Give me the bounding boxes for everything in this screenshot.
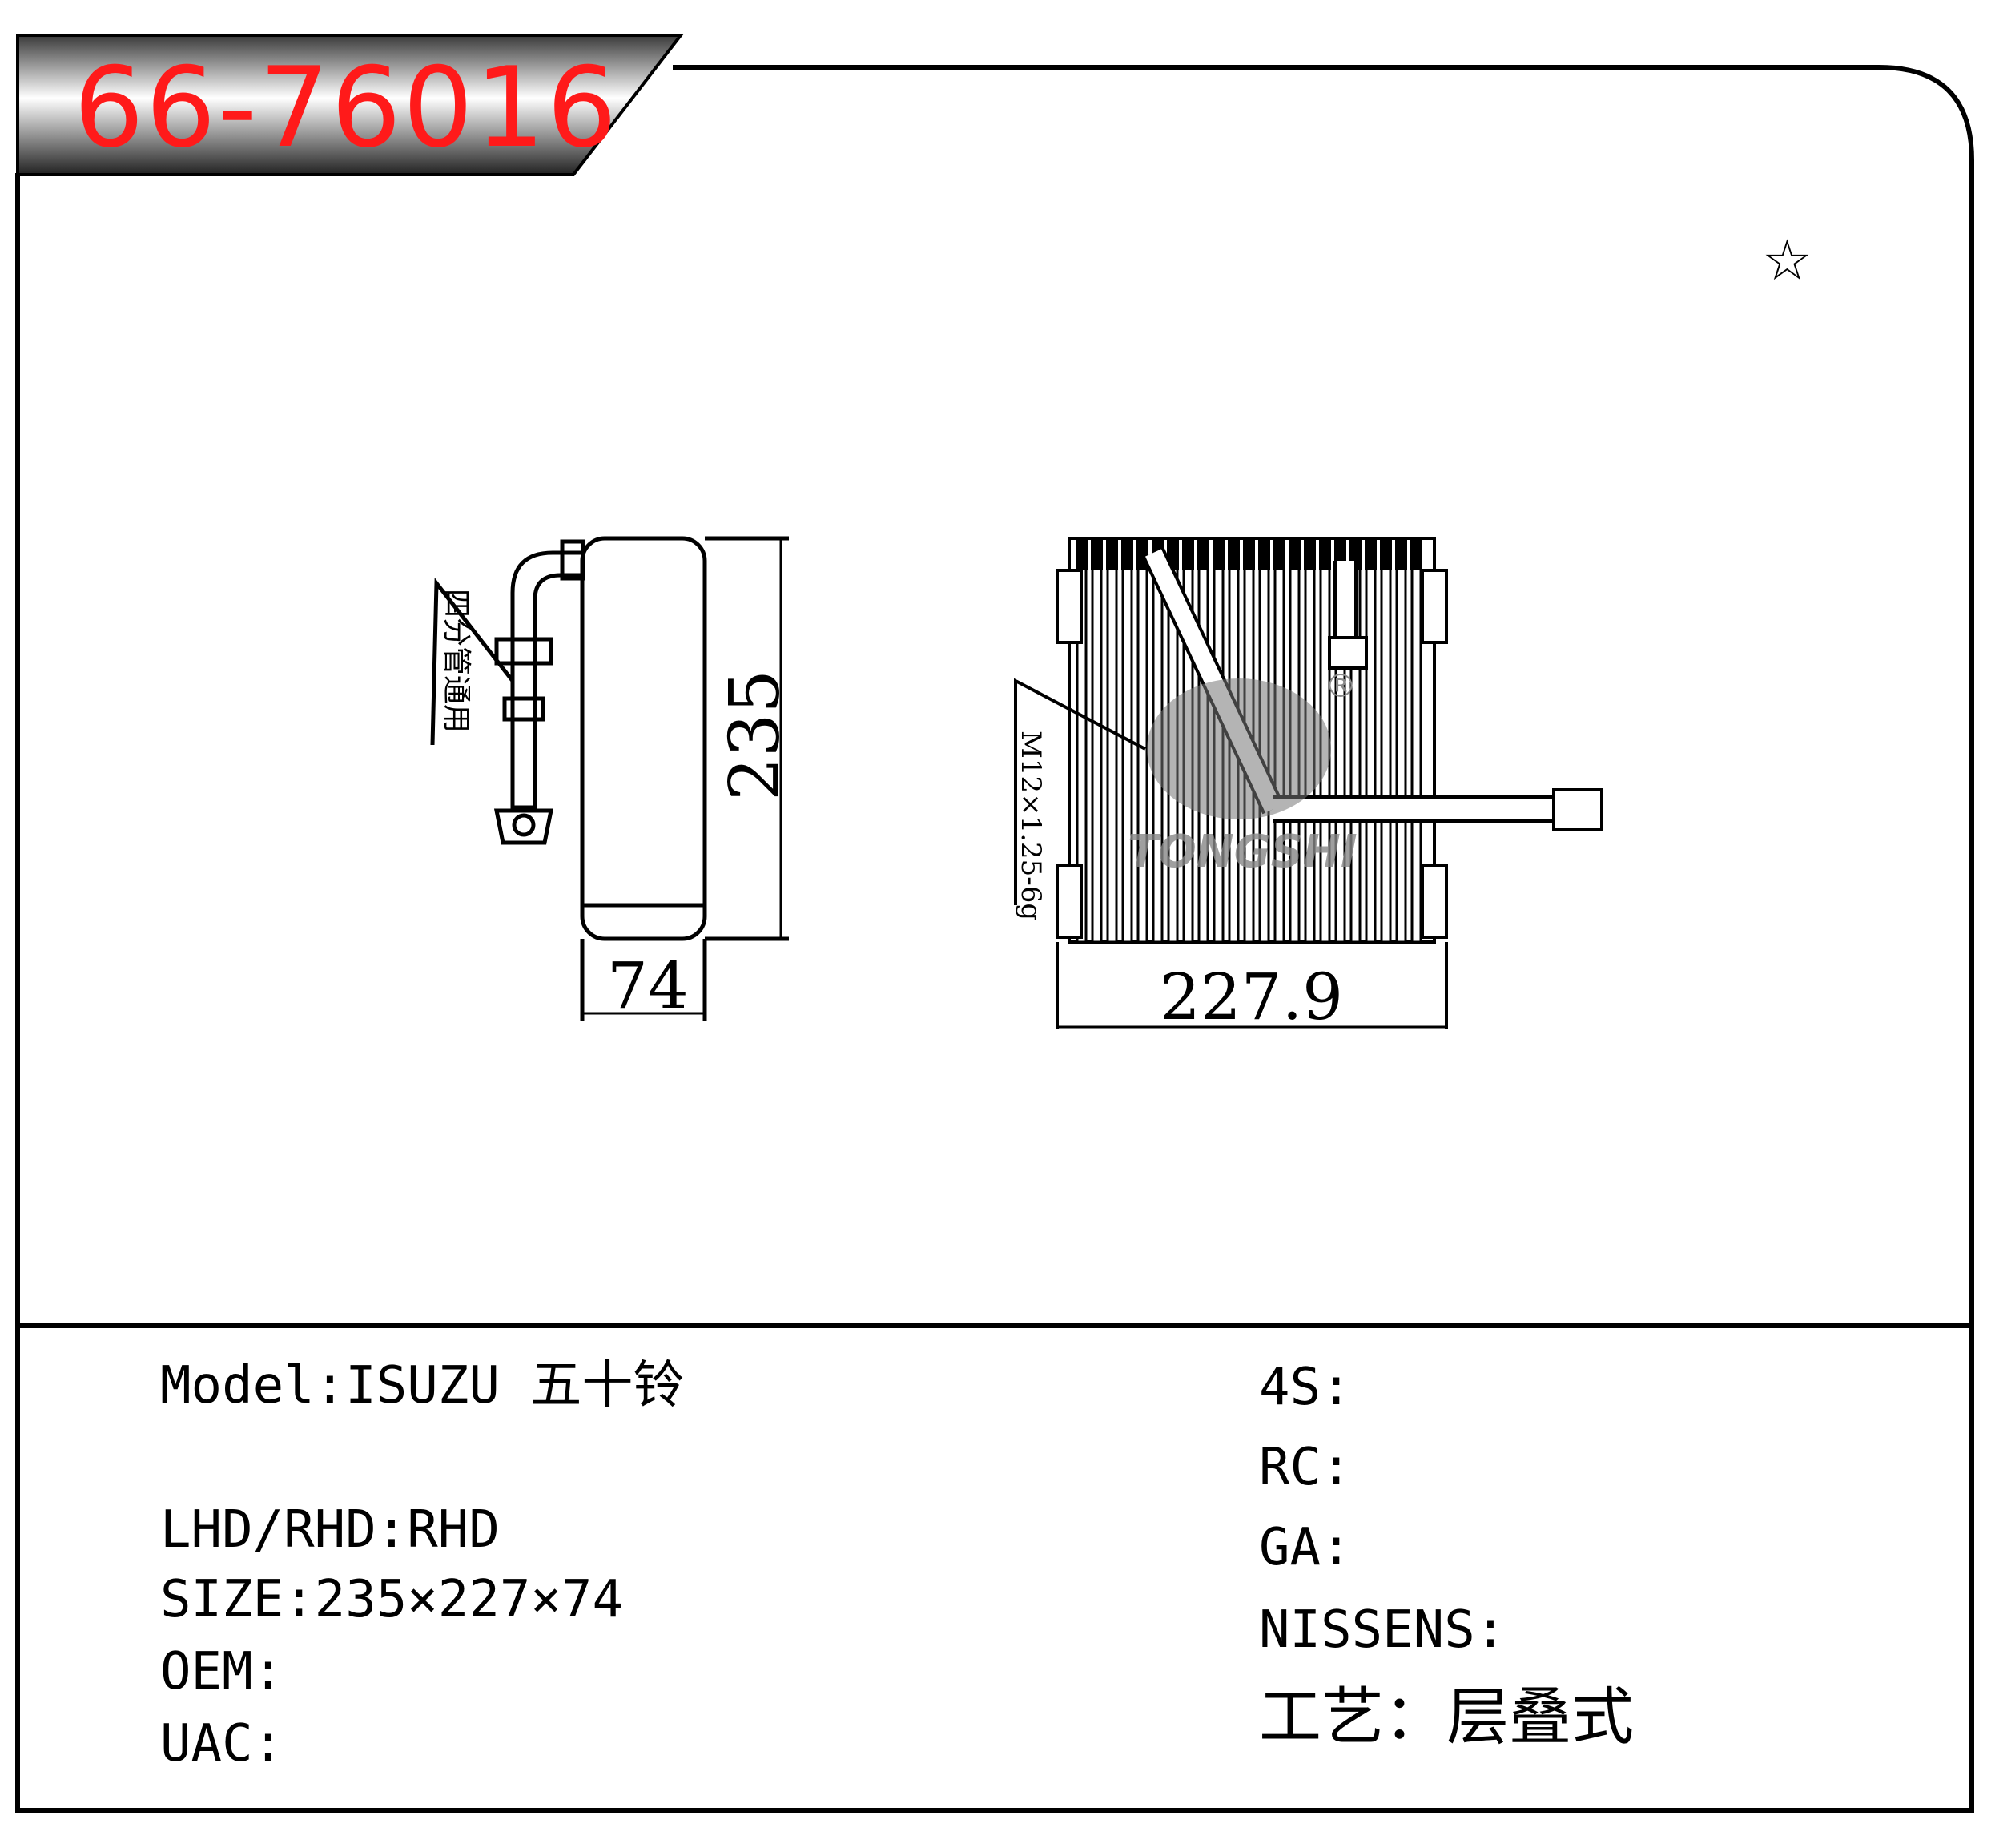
- front-view: [1014, 537, 1603, 1029]
- spec-nissens: NISSENS:: [1259, 1600, 1506, 1660]
- spec-model: Model:ISUZU 五十铃: [160, 1356, 685, 1415]
- fin-top: [1136, 537, 1148, 570]
- fin-top: [1182, 537, 1194, 570]
- tongshi-logo: [1147, 678, 1331, 819]
- star-icon: ☆: [1762, 227, 1812, 293]
- height-dimension: 235: [715, 670, 795, 801]
- fin-tube: [1395, 537, 1407, 944]
- spec-uac: UAC:: [160, 1714, 284, 1774]
- header-banner: [16, 34, 685, 176]
- fin-top: [1319, 537, 1331, 570]
- tongshi-watermark: TONGSHI: [1128, 826, 1358, 878]
- width-dimension-74: 74: [607, 948, 689, 1023]
- spec-4s: 4S:: [1259, 1358, 1352, 1417]
- fin-top: [1121, 537, 1133, 570]
- spec-rc: RC:: [1259, 1438, 1352, 1497]
- fin-top: [1106, 537, 1118, 570]
- fin-tube: [1380, 537, 1392, 944]
- pipe-label: 四分管通用: [440, 589, 473, 733]
- width-dimension-227: 227.9: [1160, 960, 1343, 1034]
- thread-label: M12×1.25-6g: [1015, 731, 1047, 920]
- fin-top: [1243, 537, 1255, 570]
- fin-top: [1304, 537, 1316, 570]
- fin-top: [1076, 537, 1088, 570]
- fin-tube: [1106, 537, 1118, 944]
- spec-oem: OEM:: [160, 1642, 284, 1701]
- outer-frame: [15, 65, 1974, 1813]
- fin-top: [1228, 537, 1240, 570]
- part-number: 66-76016: [74, 43, 619, 172]
- fin-tube: [1136, 537, 1148, 944]
- spec-size: SIZE:235×227×74: [160, 1570, 623, 1629]
- spec-process: 工艺：层叠式: [1259, 1681, 1635, 1753]
- fin-tube: [1365, 537, 1377, 944]
- registered-mark: ®: [1325, 668, 1357, 705]
- fin-tube: [1410, 537, 1422, 944]
- fin-top: [1395, 537, 1407, 570]
- fin-top: [1289, 537, 1301, 570]
- fin-top: [1197, 537, 1209, 570]
- spec-ga: GA:: [1259, 1518, 1352, 1577]
- spec-lhd-rhd: LHD/RHD:RHD: [160, 1500, 500, 1560]
- fin-top: [1365, 537, 1377, 570]
- fin-top: [1273, 537, 1285, 570]
- fin-tube: [1091, 537, 1103, 944]
- fin-top: [1258, 537, 1270, 570]
- fin-top: [1091, 537, 1103, 570]
- fin-top: [1213, 537, 1225, 570]
- fin-top: [1410, 537, 1422, 570]
- side-view: [430, 536, 789, 1021]
- fin-top: [1380, 537, 1392, 570]
